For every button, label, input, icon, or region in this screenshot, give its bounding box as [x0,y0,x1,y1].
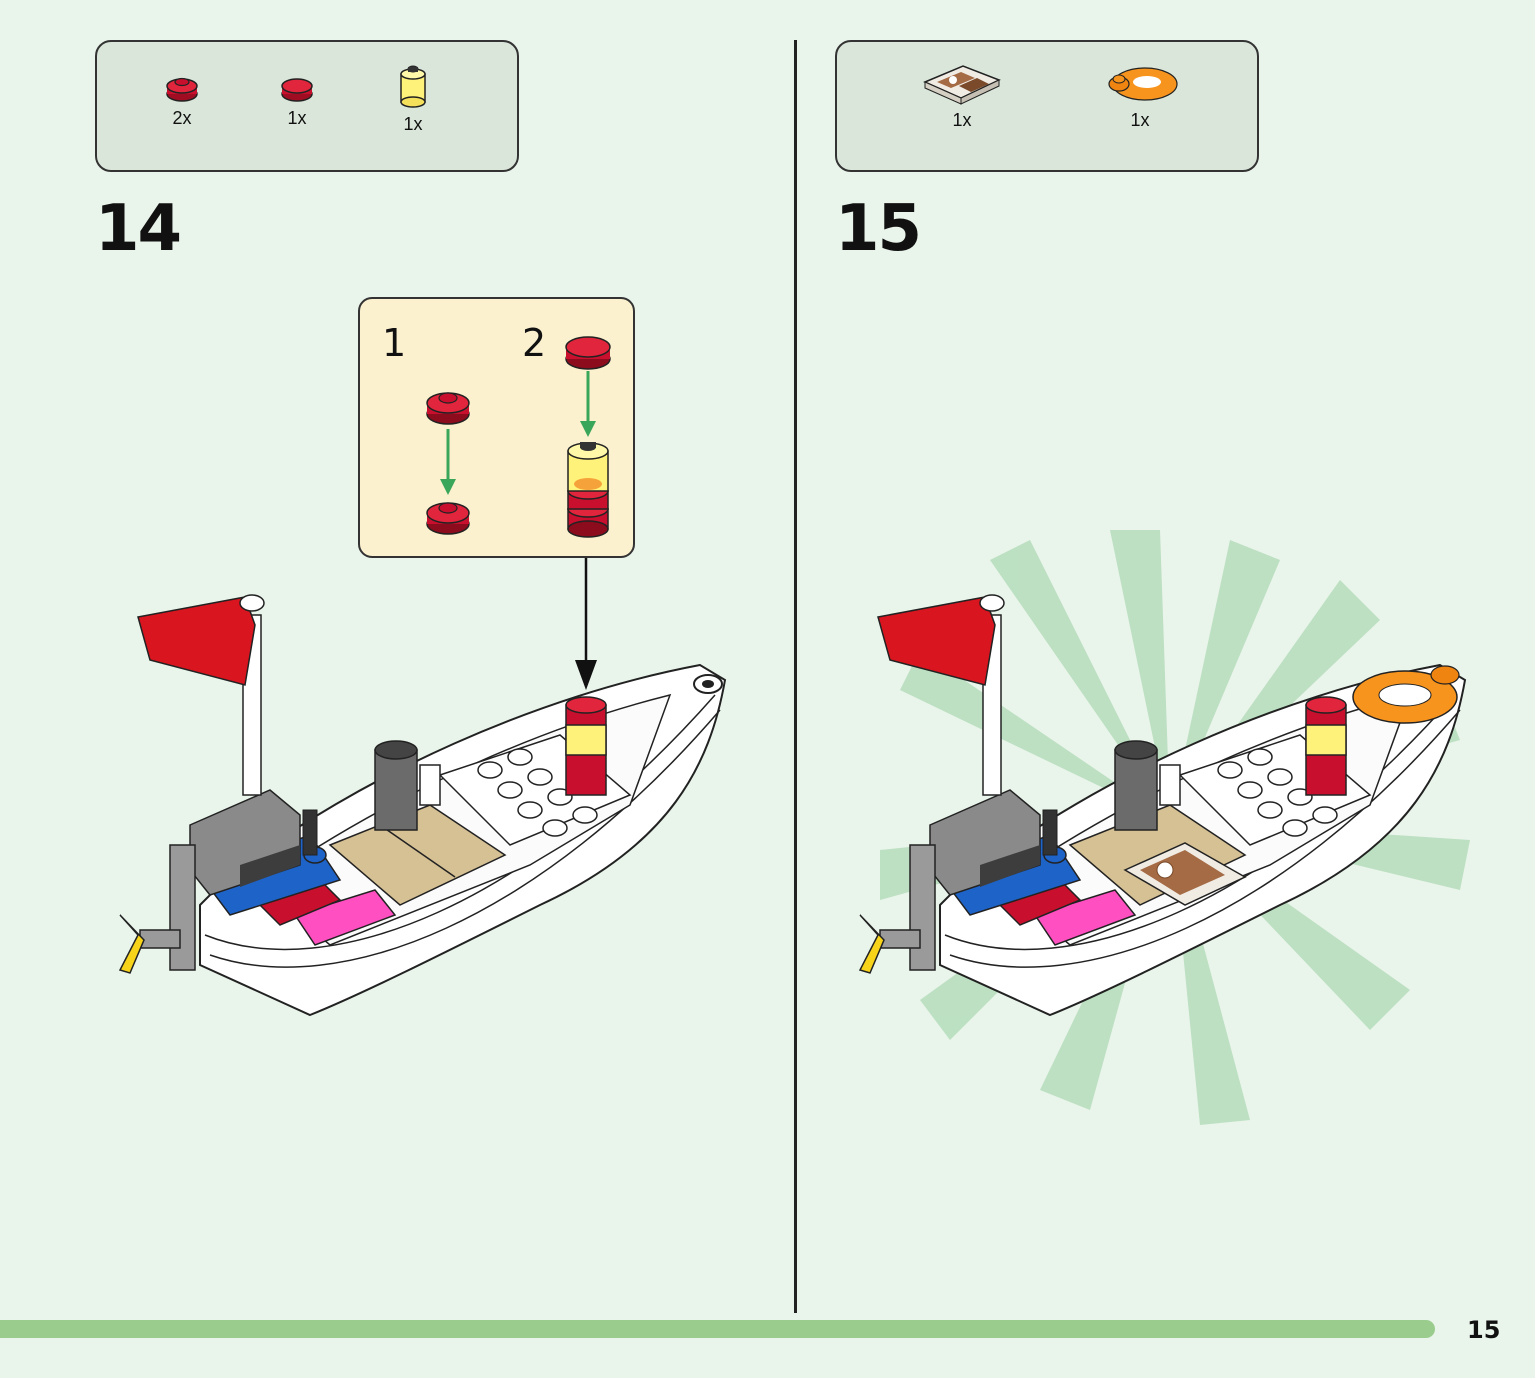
placement-arrow-icon [575,558,597,690]
step-divider [794,40,797,1313]
part-quantity: 1x [403,114,423,134]
red-round-tile-icon [281,78,313,102]
substep-illustration [426,336,611,538]
step-number: 15 [835,192,922,266]
part-red-round-plate: 2x [152,70,212,129]
part-quantity: 1x [287,108,307,128]
page-number: 15 [1467,1316,1501,1344]
part-quantity: 2x [172,108,192,128]
printed-food-tile-icon [923,65,1001,105]
orange-life-ring-icon [1108,67,1178,101]
part-red-round-tile: 1x [267,70,327,129]
part-orange-life-ring: 1x [1095,60,1185,131]
step-number: 14 [95,192,182,266]
red-round-plate-icon [426,502,470,535]
substep-label: 2 [522,321,547,365]
parts-list-step-15: 1x 1x [835,40,1259,172]
parts-list-step-14: 2x 1x 1x [95,40,519,172]
substep-callout: 1 2 [358,297,635,558]
part-quantity: 1x [1130,110,1150,130]
red-round-plate-icon [426,392,470,425]
trans-yellow-round-brick-icon [400,65,426,108]
red-round-tile-icon [565,336,611,370]
trans-yellow-brick-stack-icon [567,442,609,538]
part-quantity: 1x [952,110,972,130]
boat-model-step-15 [858,594,1467,1017]
part-trans-yellow-round-brick: 1x [383,62,443,135]
substep-label: 1 [382,321,407,365]
red-round-plate-icon [166,77,198,102]
part-printed-food-tile: 1x [917,60,1007,131]
footer-bar [0,1320,1435,1338]
boat-model-step-14 [118,594,727,1017]
